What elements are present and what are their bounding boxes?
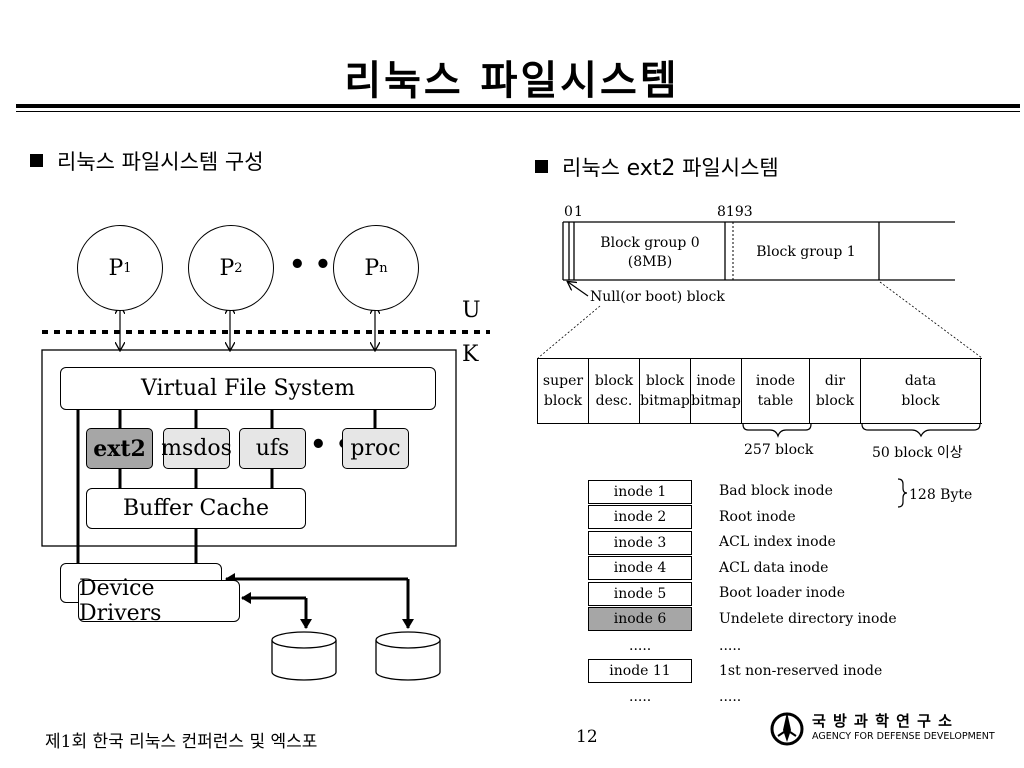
fs-proc: proc xyxy=(342,428,409,469)
right-heading-prefix: 리눅스 xyxy=(562,156,627,180)
inode-desc: ACL index inode xyxy=(719,534,836,550)
left-heading: 리눅스 파일시스템 구성 xyxy=(30,146,264,176)
inode-desc: Boot loader inode xyxy=(719,585,846,601)
inode-table-size: 257 block xyxy=(744,442,814,458)
offset-zero: 0 xyxy=(564,204,573,220)
kernel-space-label: K xyxy=(462,342,479,367)
cell-line: bitmap xyxy=(691,393,741,409)
cell-line: block xyxy=(815,393,855,409)
footer-conference: 제1회 한국 리눅스 컨퍼런스 및 엑스포 xyxy=(45,732,318,752)
fs-label: ext2 xyxy=(93,435,146,462)
inode-desc: 1st non-reserved inode xyxy=(719,663,883,679)
inode-desc: Undelete directory inode xyxy=(719,611,897,627)
cell-block-bitmap: block bitmap xyxy=(640,359,691,423)
inode-size-label: 128 Byte xyxy=(909,487,973,503)
fs-msdos: msdos xyxy=(161,428,232,469)
process-ellipsis: • • xyxy=(289,250,332,280)
cell-data-block: data block xyxy=(861,359,981,423)
fs-ufs: ufs xyxy=(239,428,306,469)
data-block-size: 50 block 이상 xyxy=(872,445,963,461)
cell-line: inode xyxy=(755,373,796,389)
inode-desc: ..... xyxy=(719,638,742,654)
process-subscript: 1 xyxy=(123,260,132,276)
inode-desc: Root inode xyxy=(719,509,796,525)
cell-line: desc. xyxy=(595,393,633,409)
null-block-label: Null(or boot) block xyxy=(590,289,725,305)
cell-block-desc: block desc. xyxy=(589,359,640,423)
block-group-0: Block group 0 (8MB) xyxy=(576,234,724,272)
inode-desc: ..... xyxy=(719,689,742,705)
cell-line: bitmap xyxy=(640,393,690,409)
device-drivers-label: Device Drivers xyxy=(79,576,162,626)
vfs-box: Virtual File System xyxy=(60,367,436,410)
user-space-label: U xyxy=(462,298,481,323)
inode-desc: Bad block inode xyxy=(719,483,833,499)
offset-end: 8193 xyxy=(717,204,753,220)
right-heading-ext2: ext2 xyxy=(626,156,676,181)
right-heading: 리눅스 ext2 파일시스템 xyxy=(535,152,779,182)
cell-line: data xyxy=(904,373,937,389)
bullet-icon xyxy=(30,154,43,167)
inode-desc: ACL data inode xyxy=(719,560,829,576)
inode-row-highlighted: inode 6 xyxy=(588,607,692,631)
inode-row: inode 4 xyxy=(588,556,692,580)
bullet-icon xyxy=(535,160,548,173)
cell-dir-block: dir block xyxy=(810,359,861,423)
fs-label: proc xyxy=(350,436,401,461)
footer-page-number: 12 xyxy=(576,727,598,747)
right-heading-suffix: 파일시스템 xyxy=(675,156,779,180)
inode-ellipsis: ..... xyxy=(629,689,652,705)
process-subscript: n xyxy=(379,260,388,276)
process-label: P xyxy=(219,255,235,281)
cell-inode-table: inode table xyxy=(742,359,810,423)
process-label: P xyxy=(108,255,124,281)
inode-row: inode 2 xyxy=(588,505,692,529)
buffer-cache-box: Buffer Cache xyxy=(86,488,306,529)
page-title: 리눅스 파일시스템 xyxy=(344,58,680,104)
inode-row: inode 5 xyxy=(588,582,692,606)
title-rule-thin xyxy=(16,111,1020,112)
inode-row: inode 11 xyxy=(588,659,692,683)
vfs-label: Virtual File System xyxy=(140,376,356,401)
agency-name-korean: 국 방 과 학 연 구 소 xyxy=(812,712,953,730)
agency-name-english: AGENCY FOR DEFENSE DEVELOPMENT xyxy=(812,731,995,742)
inode-row: inode 3 xyxy=(588,531,692,555)
cell-super-block: super block xyxy=(538,359,589,423)
cell-line: block xyxy=(901,393,940,409)
inode-ellipsis: ..... xyxy=(629,638,652,654)
disk-icon xyxy=(375,631,441,681)
block-group-1: Block group 1 xyxy=(756,244,856,260)
cell-line: block xyxy=(645,373,685,389)
cell-inode-bitmap: inode bitmap xyxy=(691,359,742,423)
disk-icon xyxy=(271,631,337,681)
process-label: P xyxy=(364,255,380,281)
buffer-cache-label: Buffer Cache xyxy=(123,496,269,521)
title-rule-thick xyxy=(16,104,1020,108)
cell-line: table xyxy=(757,393,794,409)
block-group-0-title: Block group 0 xyxy=(600,235,700,251)
inode-row: inode 1 xyxy=(588,480,692,504)
cell-line: block xyxy=(543,393,583,409)
left-heading-text: 리눅스 파일시스템 구성 xyxy=(57,150,264,174)
cell-line: inode xyxy=(696,373,736,389)
cell-line: block xyxy=(594,373,634,389)
offset-one: 1 xyxy=(574,204,583,220)
device-drivers-box: Device Drivers xyxy=(78,576,240,626)
cell-line: dir xyxy=(824,373,846,389)
fs-label: ufs xyxy=(255,436,290,461)
fs-ext2: ext2 xyxy=(86,428,153,469)
fs-label: msdos xyxy=(161,436,232,461)
cell-line: super xyxy=(542,373,584,389)
agency-logo-icon xyxy=(768,708,806,748)
block-group-0-size: (8MB) xyxy=(627,254,673,270)
process-subscript: 2 xyxy=(234,260,243,276)
